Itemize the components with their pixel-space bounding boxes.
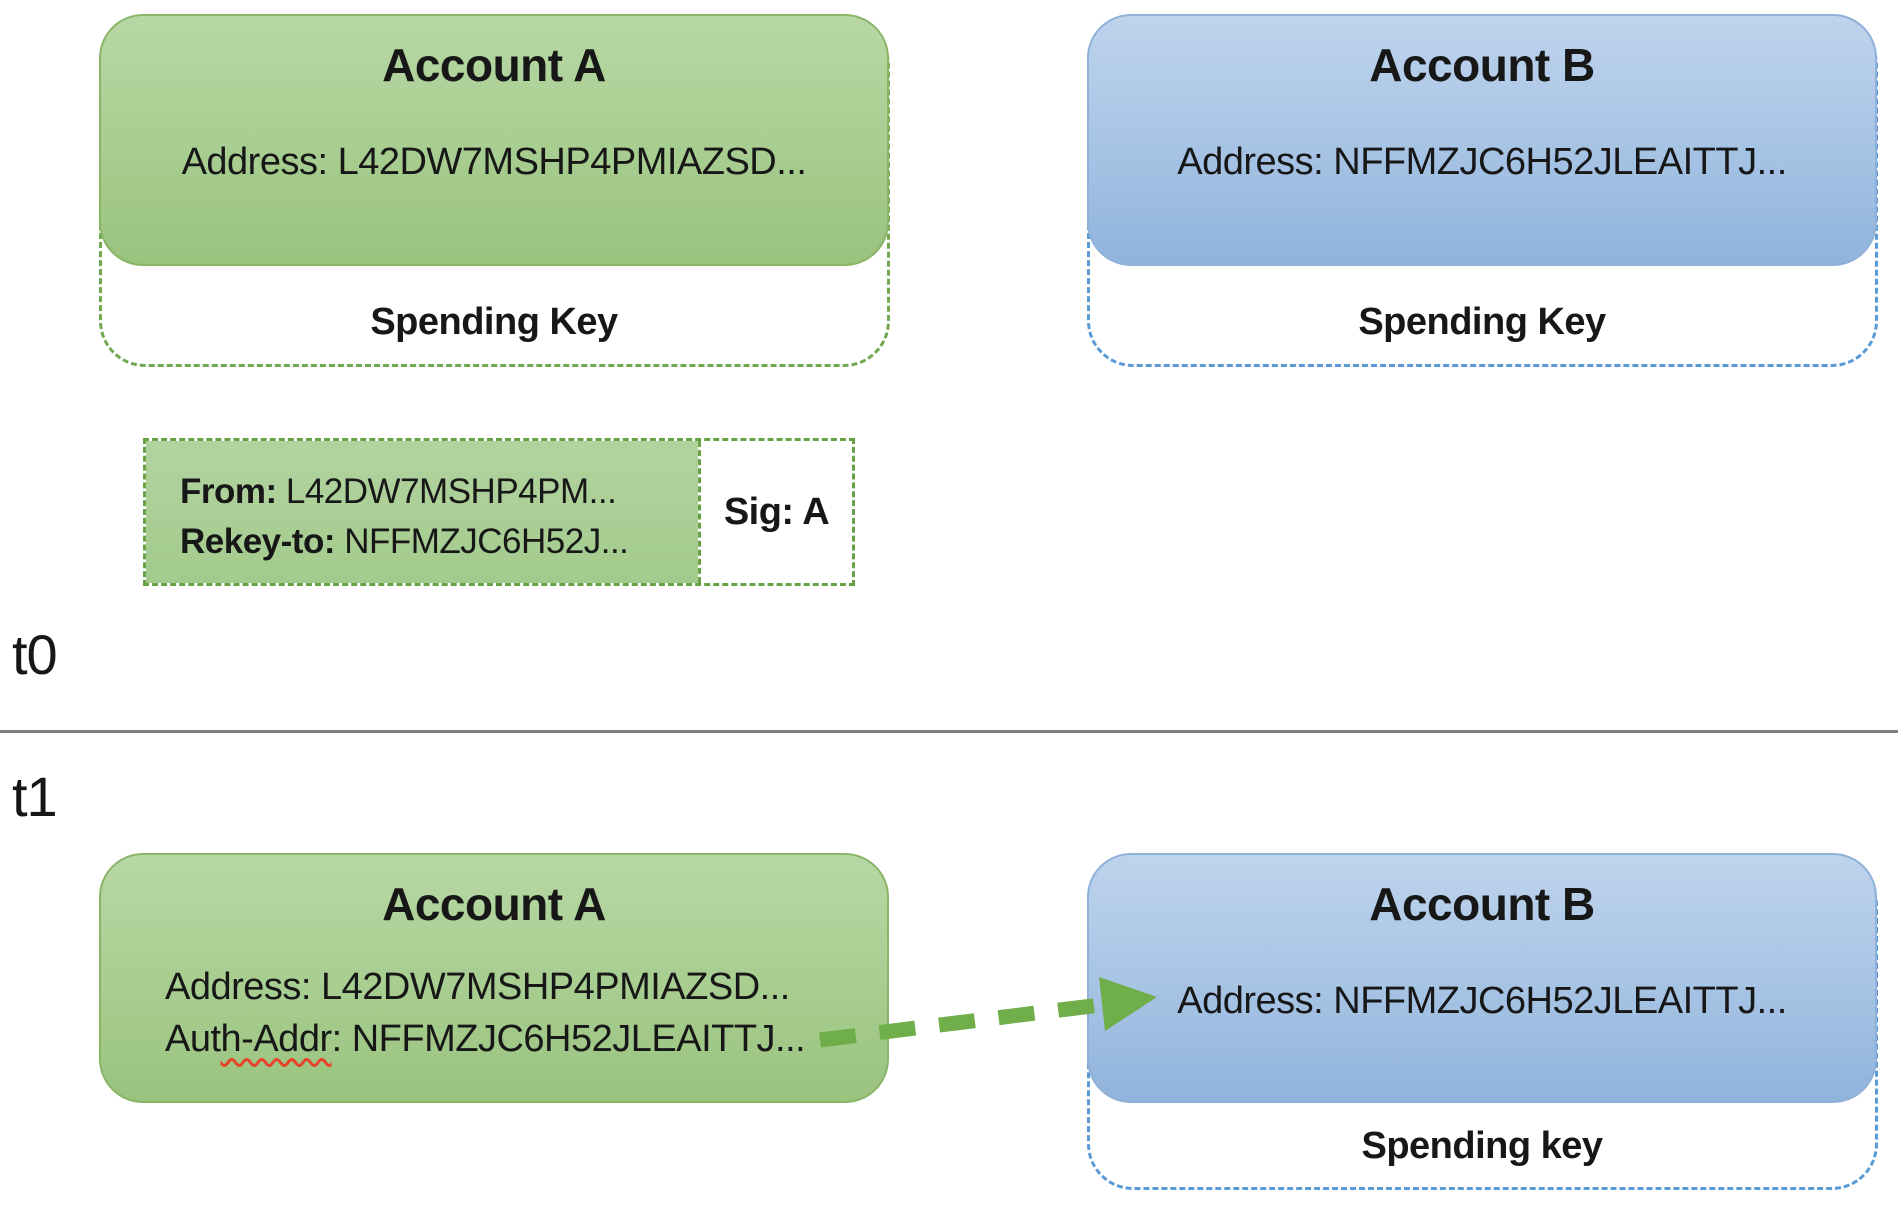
rekey-to-value: NFFMZJC6H52J...: [334, 522, 629, 561]
auth-addr-rest: : NFFMZJC6H52JLEAITTJ...: [331, 1018, 806, 1060]
auth-addr-prefix: Aut: [165, 1018, 221, 1060]
from-value: L42DW7MSHP4PM...: [276, 472, 617, 511]
rekey-to-label: Rekey-to:: [180, 522, 335, 561]
account-a-box-t0: Account A Address: L42DW7MSHP4PMIAZSD...: [99, 14, 889, 266]
account-a-auth-addr-t1: Auth-Addr: NFFMZJC6H52JLEAITTJ...: [165, 1013, 887, 1065]
from-label: From:: [180, 472, 277, 511]
signature-box: Sig: A: [698, 441, 852, 583]
account-a-box-t1: Account A Address: L42DW7MSHP4PMIAZSD...…: [99, 853, 889, 1103]
account-a-details-t1: Address: L42DW7MSHP4PMIAZSD... Auth-Addr…: [101, 961, 887, 1065]
rekey-transaction-fields: From: L42DW7MSHP4PM... Rekey-to: NFFMZJC…: [146, 441, 698, 583]
account-a-address-t1: Address: L42DW7MSHP4PMIAZSD...: [165, 966, 790, 1008]
account-b-box-t0: Account B Address: NFFMZJC6H52JLEAITTJ..…: [1087, 14, 1877, 266]
account-a-address-t0: Address: L42DW7MSHP4PMIAZSD...: [181, 141, 807, 183]
account-a-title-t0: Account A: [382, 39, 606, 91]
timeline-divider: [0, 730, 1898, 733]
account-b-title-t0: Account B: [1369, 39, 1595, 91]
auth-addr-squiggle-text: h-Addr: [220, 1018, 333, 1060]
account-b-box-t1: Account B Address: NFFMZJC6H52JLEAITTJ..…: [1087, 853, 1877, 1103]
rekey-transaction-box: From: L42DW7MSHP4PM... Rekey-to: NFFMZJC…: [143, 438, 855, 586]
account-a-spending-key-label-t0: Spending Key: [370, 301, 618, 343]
t0-label: t0: [12, 623, 58, 686]
account-b-address-t1: Address: NFFMZJC6H52JLEAITTJ...: [1177, 980, 1787, 1022]
rekey-arrow-icon: [819, 977, 1157, 1048]
account-b-spending-key-label-t1: Spending key: [1361, 1125, 1603, 1167]
account-b-address-t0: Address: NFFMZJC6H52JLEAITTJ...: [1177, 141, 1787, 183]
account-b-spending-key-label-t0: Spending Key: [1358, 301, 1606, 343]
rekey-transaction-rekeyto-line: Rekey-to: NFFMZJC6H52J...: [180, 517, 698, 567]
t1-label: t1: [12, 765, 58, 828]
rekey-transaction-from-line: From: L42DW7MSHP4PM...: [180, 467, 698, 517]
account-a-title-t1: Account A: [382, 878, 606, 930]
sig-label: Sig: A: [723, 490, 830, 533]
account-b-title-t1: Account B: [1369, 878, 1595, 930]
